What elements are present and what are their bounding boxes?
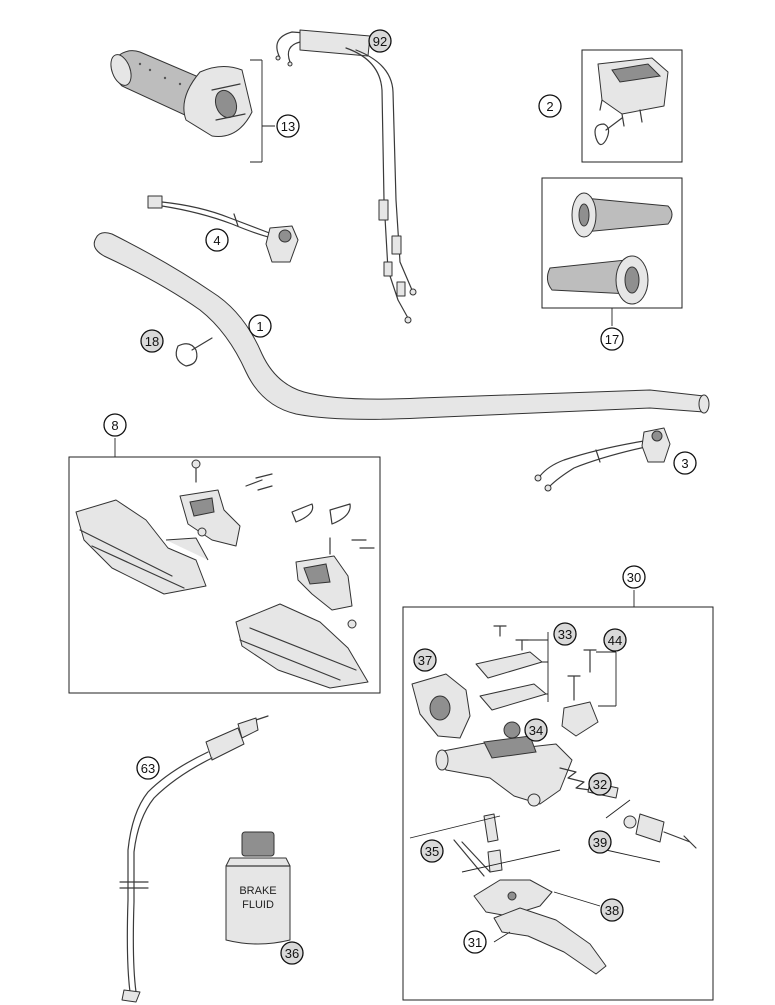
callout-number: 38	[605, 903, 619, 918]
callout-circle	[588, 772, 612, 796]
callout-number: 3	[681, 456, 688, 471]
callout-4: 4	[205, 228, 229, 252]
callout-34: 34	[524, 718, 548, 742]
callout-33: 33	[553, 622, 577, 646]
handguard-kit-drawing	[75, 459, 375, 689]
callout-32: 32	[588, 772, 612, 796]
callout-circle	[420, 839, 444, 863]
callout-number: 33	[558, 627, 572, 642]
callout-38: 38	[600, 898, 624, 922]
callout-number: 4	[213, 233, 220, 248]
callout-number: 39	[593, 835, 607, 850]
callout-circle	[600, 327, 624, 351]
throttle-cable-drawing	[275, 29, 417, 324]
callout-number: 13	[281, 119, 295, 134]
callout-circle	[248, 314, 272, 338]
box-part-2	[581, 49, 683, 163]
callout-13: 13	[276, 114, 300, 138]
callout-number: 1	[256, 319, 263, 334]
callout-number: 92	[373, 34, 387, 49]
callout-circle	[538, 94, 562, 118]
callout-circle	[524, 718, 548, 742]
callout-36: 36	[280, 941, 304, 965]
callout-number: 2	[546, 99, 553, 114]
callout-44: 44	[603, 628, 627, 652]
callout-circle	[368, 29, 392, 53]
callout-circle	[600, 898, 624, 922]
callout-31: 31	[463, 930, 487, 954]
callout-37: 37	[413, 648, 437, 672]
start-switch-drawing	[534, 427, 671, 492]
callout-63: 63	[136, 756, 160, 780]
leader-13	[250, 59, 275, 163]
bottle-label-line2: FLUID	[242, 899, 274, 911]
callout-circle	[280, 941, 304, 965]
throttle-grip-drawing	[110, 50, 253, 137]
callout-circle	[413, 648, 437, 672]
callout-circle	[140, 329, 164, 353]
clutch-cable-drawing	[119, 715, 269, 1003]
leader-31	[493, 931, 511, 943]
callout-number: 17	[605, 332, 619, 347]
callout-number: 34	[529, 723, 543, 738]
callout-30: 30	[622, 565, 646, 589]
callout-circle	[205, 228, 229, 252]
callout-circle	[603, 628, 627, 652]
callout-3: 3	[673, 451, 697, 475]
handlebar-drawing	[93, 232, 710, 420]
callout-layer: 92 13 2 4 1 18 17 8 3 30 33 44 37 34 63 32 39 35 38 31 36	[103, 29, 697, 965]
leader-38	[553, 891, 601, 907]
callout-18: 18	[140, 329, 164, 353]
callout-circle	[673, 451, 697, 475]
master-cylinder-drawing	[409, 625, 697, 975]
callout-number: 36	[285, 946, 299, 961]
callout-circle	[276, 114, 300, 138]
callout-circle	[622, 565, 646, 589]
box-part-30	[402, 606, 714, 1001]
callout-8: 8	[103, 413, 127, 437]
callout-number: 35	[425, 844, 439, 859]
callout-circle	[463, 930, 487, 954]
switch-drawing	[594, 57, 669, 146]
callout-number: 32	[593, 777, 607, 792]
callout-circle	[136, 756, 160, 780]
cable-tie-drawing	[175, 337, 213, 367]
callout-number: 30	[627, 570, 641, 585]
callout-1: 1	[248, 314, 272, 338]
grips-drawing	[546, 192, 673, 305]
callout-number: 37	[418, 653, 432, 668]
brake-fluid-bottle	[225, 831, 291, 945]
kill-switch-drawing	[147, 195, 299, 263]
callout-number: 31	[468, 935, 482, 950]
box-part-8	[68, 456, 381, 694]
callout-number: 63	[141, 761, 155, 776]
callout-92: 92	[368, 29, 392, 53]
callout-39: 39	[588, 830, 612, 854]
callout-2: 2	[538, 94, 562, 118]
callout-circle	[588, 830, 612, 854]
callout-35: 35	[420, 839, 444, 863]
callout-number: 44	[608, 633, 622, 648]
callout-number: 18	[145, 334, 159, 349]
callout-circle	[553, 622, 577, 646]
bottle-label-line1: BRAKE	[239, 885, 276, 897]
callout-17: 17	[600, 327, 624, 351]
callout-circle	[103, 413, 127, 437]
callout-number: 8	[111, 418, 118, 433]
